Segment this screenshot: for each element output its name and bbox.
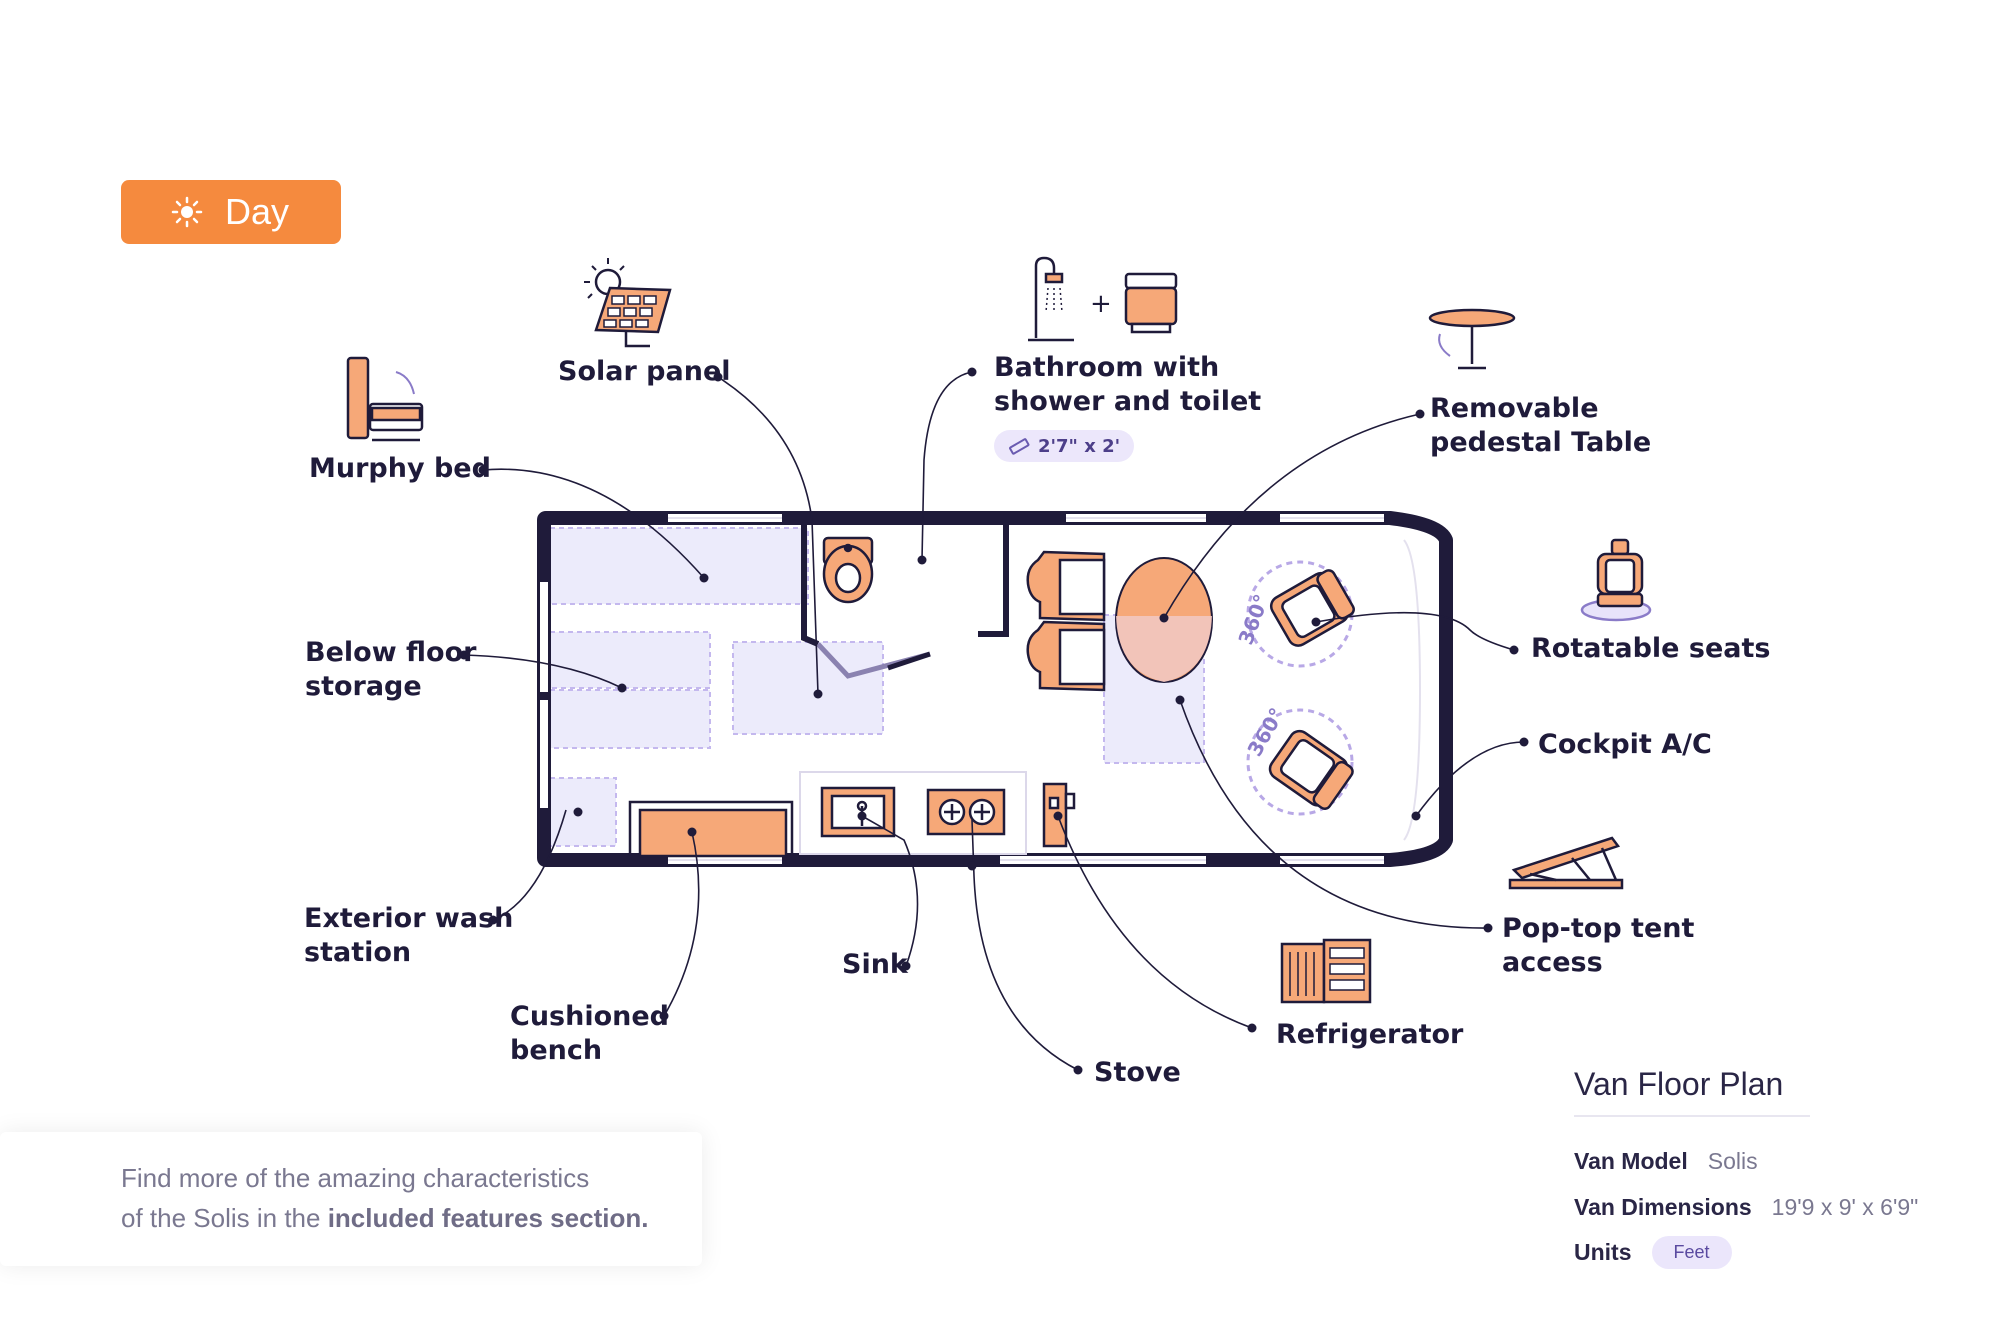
label-rotatable-seats: Rotatable seats (1531, 633, 1771, 664)
day-toggle-label: Day (225, 191, 290, 232)
rotatable-seat-top (1246, 560, 1355, 668)
label-exterior-wash: Exterior wash station (304, 903, 514, 968)
bathroom-dimension-badge: 2'7" x 2' (994, 430, 1135, 462)
rotatable-seat-bottom (1246, 708, 1354, 816)
label-solar-panel: Solar panel (558, 356, 731, 387)
bench-seats (1026, 550, 1106, 692)
below-floor-storage-area-2 (549, 689, 711, 749)
plus-sign: + (1090, 289, 1112, 319)
bathroom-walls (801, 522, 1009, 647)
shower-icon (1028, 256, 1074, 342)
refrigerator-icon (1280, 938, 1372, 1004)
stove-icon (926, 788, 1006, 836)
below-floor-storage-area (549, 631, 711, 689)
van-outline (537, 511, 1453, 867)
poptop-tent-icon (1508, 836, 1624, 890)
spec-row-units: Units Feet (1574, 1236, 1732, 1269)
leader-lines (463, 371, 1525, 1071)
kitchen-counter (799, 771, 1027, 855)
sun-icon (171, 196, 203, 228)
center-storage-area (732, 641, 884, 735)
solar-panel-icon (584, 258, 672, 348)
rotation-text-top: 360° (1233, 591, 1273, 648)
wash-station-area (549, 777, 617, 847)
included-features-link[interactable]: included features section. (327, 1203, 649, 1233)
bathroom-door-edge (887, 651, 931, 671)
features-info-card: Find more of the amazing characteristics… (0, 1132, 702, 1266)
label-bathroom: Bathroom with shower and toilet (994, 352, 1262, 417)
spec-row-dimensions: Van Dimensions 19'9 x 9' x 6'9" (1574, 1194, 1919, 1220)
table-icon (1428, 308, 1516, 370)
cushioned-bench-icon (628, 800, 794, 858)
sink-icon (820, 786, 896, 838)
label-poptop-tent: Pop-top tent access (1502, 913, 1695, 978)
label-cockpit-ac: Cockpit A/C (1538, 729, 1712, 760)
label-below-floor-storage: Below floor storage (305, 637, 477, 702)
label-sink: Sink (842, 949, 908, 980)
day-mode-toggle[interactable]: Day (121, 180, 341, 244)
label-removable-table: Removable pedestal Table (1430, 393, 1652, 458)
info-card-text: Find more of the amazing characteristics… (121, 1163, 649, 1233)
toilet-feature-icon (1124, 272, 1178, 334)
leader-dots (459, 367, 1529, 1075)
rotatable-seat-icon (1580, 538, 1652, 622)
toilet-icon (822, 536, 874, 604)
specs-title: Van Floor Plan (1574, 1066, 1810, 1117)
label-cushioned-bench: Cushioned bench (510, 1001, 669, 1066)
ruler-icon (1009, 438, 1030, 455)
van-specs-panel: Van Floor Plan Van Model Solis Van Dimen… (1574, 1066, 1954, 1269)
spec-row-model: Van Model Solis (1574, 1148, 1758, 1174)
units-toggle[interactable]: Feet (1651, 1236, 1732, 1269)
label-refrigerator: Refrigerator (1276, 1019, 1464, 1050)
murphy-bed-icon (346, 356, 424, 442)
label-murphy-bed: Murphy bed (309, 453, 491, 484)
murphy-bed-area (549, 527, 809, 605)
label-stove: Stove (1094, 1057, 1181, 1088)
cockpit-dashboard (1403, 539, 1422, 841)
